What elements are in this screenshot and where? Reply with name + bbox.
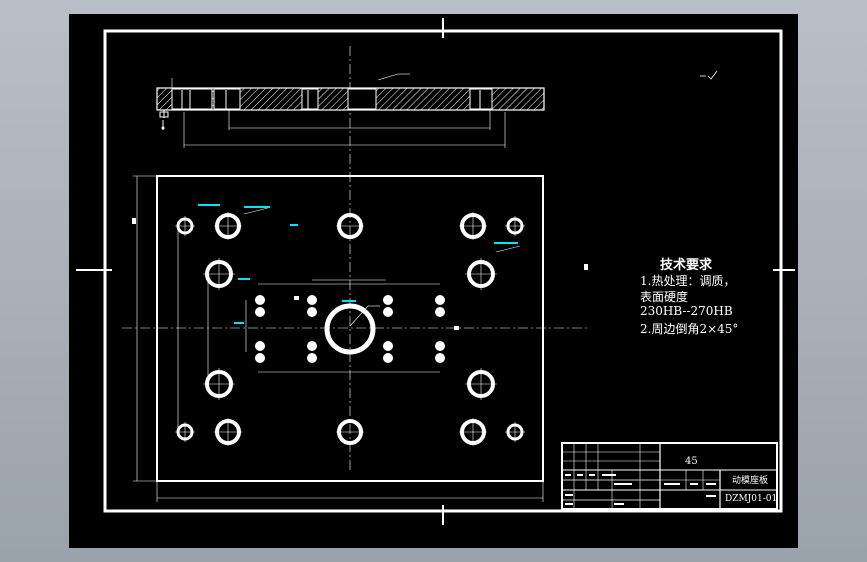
part-name: 动模座板: [732, 476, 769, 486]
ejector-holes: [255, 295, 445, 363]
tech-requirement-line-4: 2.周边倒角2×45°: [640, 322, 739, 336]
datum-marks: [132, 218, 588, 330]
title-block-small-text: [565, 474, 716, 505]
tech-requirement-line-3: 230HB--270HB: [640, 304, 733, 318]
annotation-marks: [198, 204, 518, 324]
central-hole: [324, 303, 376, 355]
plate-outline: [156, 175, 544, 482]
material-label: 45: [685, 456, 698, 467]
hole-crosshairs: [175, 212, 525, 446]
tech-requirement-line-1: 1.热处理：调质，: [640, 274, 736, 288]
tech-requirement-line-2: 表面硬度: [640, 290, 689, 304]
tech-requirements-title: 技术要求: [660, 258, 713, 273]
dimension-lines: [133, 175, 544, 502]
section-view: [156, 73, 545, 148]
roughness-symbol: [700, 70, 718, 80]
drawing-number: DZMJ01-01: [725, 494, 778, 504]
title-block: [561, 442, 778, 510]
